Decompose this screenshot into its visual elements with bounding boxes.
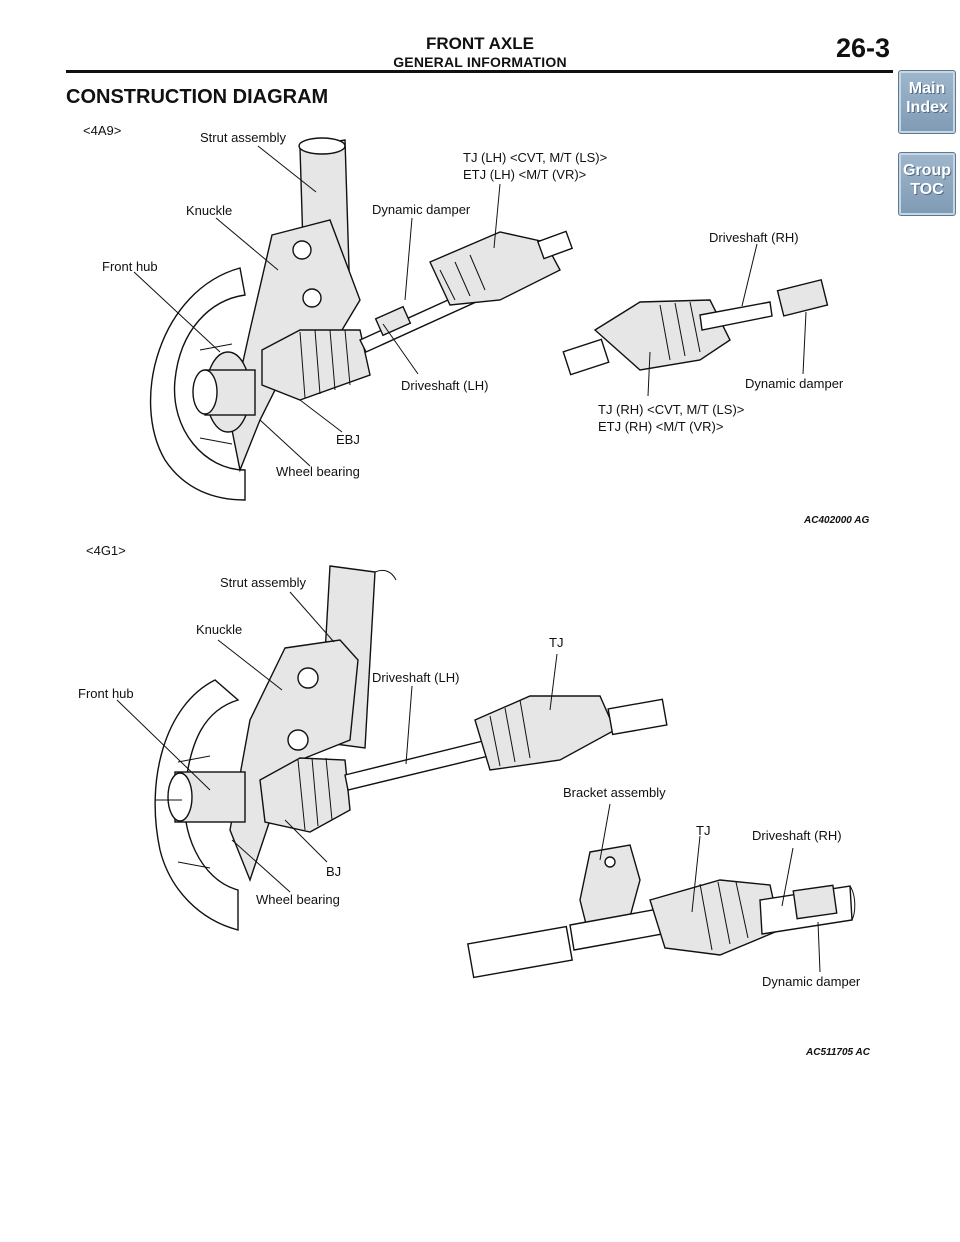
label-ebj: EBJ [336,432,360,447]
label-front-hub-4g1: Front hub [78,686,134,701]
label-driveshaft-lh-4g1: Driveshaft (LH) [372,670,460,685]
page-title: CONSTRUCTION DIAGRAM [66,86,329,108]
main-index-button[interactable]: Main Index [898,70,956,134]
main-index-label-line1: Main [908,80,946,97]
label-tj-rh-line1: TJ (RH) <CVT, M/T (LS)> [598,402,745,417]
label-driveshaft-rh-4g1: Driveshaft (RH) [752,828,842,843]
group-toc-label-line2: TOC [910,181,944,198]
group-toc-label-line1: Group [903,162,951,179]
label-dynamic-damper-rh-4a9: Dynamic damper [745,376,844,391]
header-rule [66,70,893,73]
page-number: 26-3 [835,33,890,63]
label-knuckle-4g1: Knuckle [196,622,243,637]
diagram2-figure-code: AC511705 AC [806,1047,870,1058]
main-index-label-line2: Index [906,99,948,116]
label-tj-rh-line2: ETJ (RH) <M/T (VR)> [598,419,724,434]
label-front-hub-4a9: Front hub [102,259,158,274]
label-dynamic-damper-lh-4a9: Dynamic damper [372,202,471,217]
label-wheel-bearing-4a9: Wheel bearing [276,464,360,479]
label-strut-assembly-4g1: Strut assembly [220,575,306,590]
diagram1-engine-code: <4A9> [83,123,122,138]
label-driveshaft-lh-4a9: Driveshaft (LH) [401,378,489,393]
diagram1-figure-code: AC402000 AG [804,515,870,526]
label-knuckle-4a9: Knuckle [186,203,233,218]
section-title: FRONT AXLE [426,34,534,53]
label-dynamic-damper-4g1: Dynamic damper [762,974,861,989]
label-bracket-assembly: Bracket assembly [563,785,666,800]
subsection-title: GENERAL INFORMATION [393,54,567,70]
label-tj-lh-line2: ETJ (LH) <M/T (VR)> [463,167,587,182]
label-tj-rh-4g1: TJ [696,823,711,838]
group-toc-button[interactable]: Group TOC [898,152,956,216]
label-tj-lh-line1: TJ (LH) <CVT, M/T (LS)> [463,150,608,165]
label-tj-lh-4g1: TJ [549,635,564,650]
label-strut-assembly-4a9: Strut assembly [200,130,286,145]
label-driveshaft-rh-4a9: Driveshaft (RH) [709,230,799,245]
diagram2-engine-code: <4G1> [86,543,126,558]
label-bj: BJ [326,864,342,879]
label-wheel-bearing-4g1: Wheel bearing [256,892,340,907]
